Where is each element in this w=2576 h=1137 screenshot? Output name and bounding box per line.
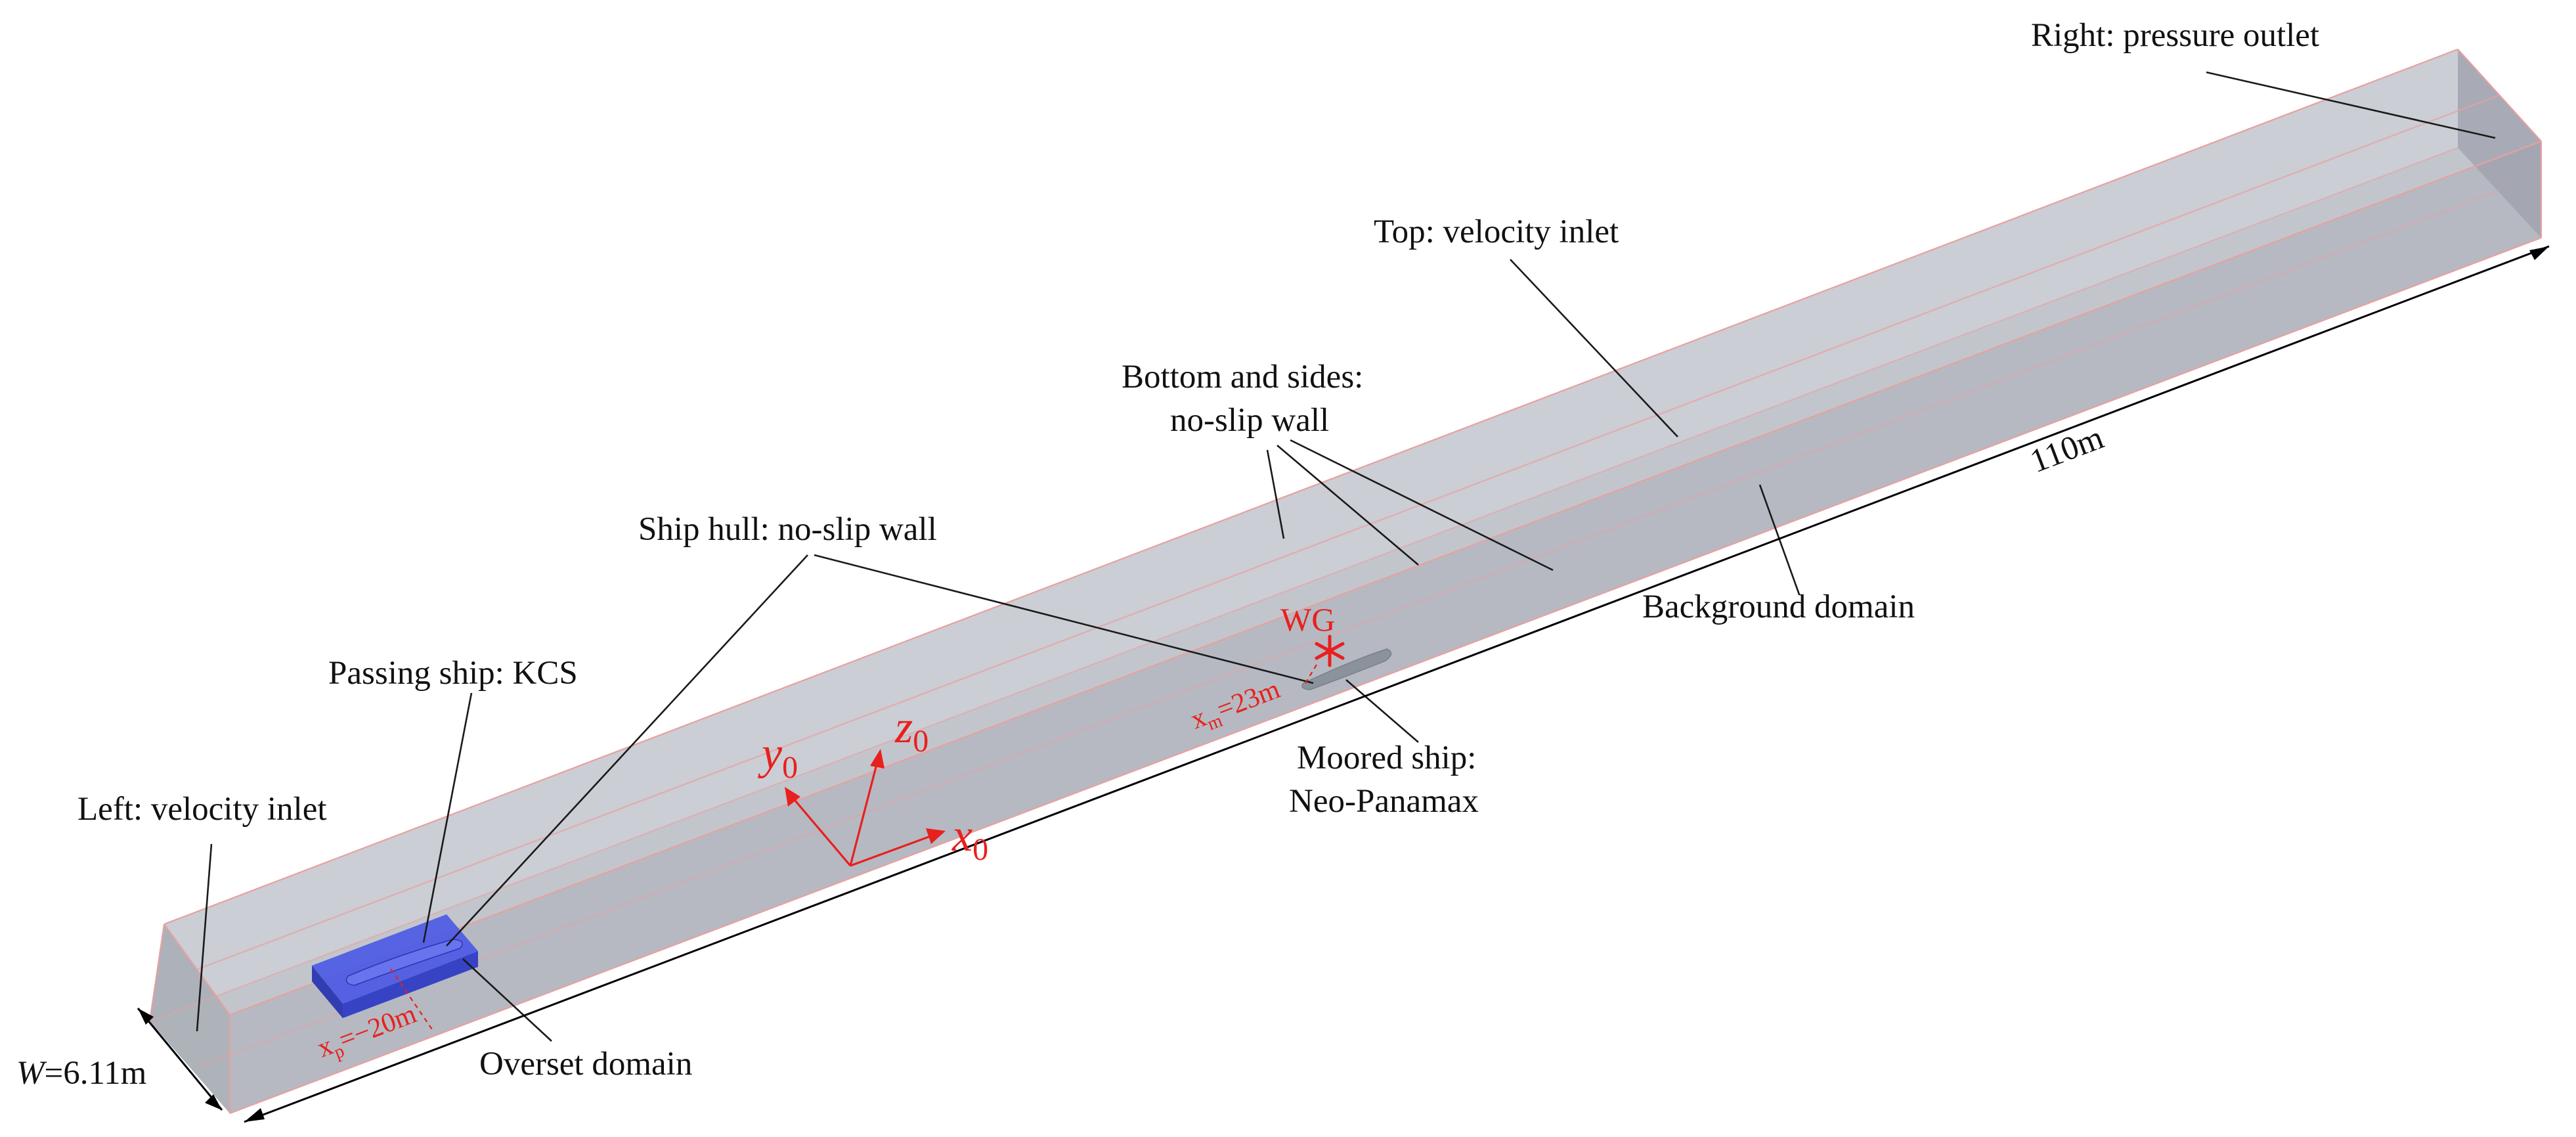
left-inlet-label: Left: velocity inlet — [77, 791, 327, 828]
moored-ship-hull — [1301, 648, 1392, 690]
leader-ship-hull-b — [446, 554, 808, 947]
edge-top-back — [164, 48, 2458, 925]
width-variable: W — [16, 1055, 47, 1092]
length-arrow-right — [2529, 246, 2549, 260]
wave-gauge-label: WG — [1280, 601, 1335, 638]
edge-top-front — [229, 140, 2542, 1016]
leader-overset — [462, 958, 552, 1042]
width-arrow-top — [138, 1008, 154, 1025]
leader-left-inlet — [196, 843, 213, 1032]
coordinate-axes — [785, 749, 946, 867]
leader-bottom-sides-b — [1277, 445, 1419, 566]
right-outlet-label: Right: pressure outlet — [2031, 17, 2319, 54]
y-axis-arrowhead — [785, 787, 800, 807]
edge-left-1 — [164, 924, 230, 1015]
xm-position-marker — [1303, 664, 1317, 687]
ship-hull-label: Ship hull: no-slip wall — [638, 511, 937, 548]
leader-moored-ship — [1345, 679, 1419, 743]
leader-lines — [196, 71, 2496, 1042]
background-domain-label: Background domain — [1642, 589, 1915, 625]
width-dimension — [137, 1008, 223, 1111]
xp-position-marker — [390, 968, 434, 1032]
leader-bottom-sides-a — [1266, 449, 1285, 539]
length-arrow-left — [244, 1108, 265, 1122]
z0-axis-label: z0 — [894, 702, 928, 759]
edge-mid-1 — [196, 94, 2500, 971]
y-axis-line — [791, 795, 852, 867]
edge-right-1 — [2457, 49, 2542, 142]
background-domain-box — [148, 48, 2543, 1115]
moored-ship-label-line2: Neo-Panamax — [1289, 783, 1479, 820]
width-dimension-label: W=6.11m — [16, 1055, 146, 1092]
edge-mid-2 — [196, 189, 2500, 1069]
x-axis-line — [850, 834, 933, 867]
domain-left-face — [150, 924, 230, 1113]
domain-top-face — [164, 49, 2541, 1015]
domain-right-face — [2458, 49, 2541, 238]
passing-ship-label: Passing ship: KCS — [328, 655, 578, 692]
z-axis-arrowhead — [870, 749, 884, 769]
y0-axis-label: y0 — [758, 728, 798, 785]
x-axis-arrowhead — [926, 828, 946, 844]
passing-ship-hull — [345, 939, 463, 986]
overset-end-face — [312, 966, 343, 1018]
x0-axis-label: x0 — [951, 811, 988, 867]
width-value: =6.11m — [44, 1055, 146, 1092]
leader-passing-ship — [422, 692, 473, 943]
length-dimension — [244, 245, 2550, 1123]
edge-bottom-back — [149, 146, 2458, 1023]
overset-front-face — [343, 951, 478, 1018]
bottom-sides-label-line2: no-slip wall — [1170, 402, 1329, 439]
edge-left-3 — [148, 924, 165, 1022]
leader-top-inlet — [1510, 259, 1678, 437]
leader-ship-hull-a — [814, 554, 1314, 684]
leader-right-outlet — [2206, 71, 2496, 139]
domain-front-face — [230, 141, 2541, 1113]
overset-domain-label: Overset domain — [479, 1046, 692, 1082]
edge-bottom-front — [229, 236, 2542, 1115]
bottom-sides-label-line1: Bottom and sides: — [1122, 359, 1363, 395]
width-arrow-bottom — [205, 1094, 222, 1110]
top-inlet-label: Top: velocity inlet — [1374, 213, 1619, 250]
moored-ship-label-line1: Moored ship: — [1297, 740, 1476, 776]
z-axis-line — [849, 761, 879, 866]
wave-gauge-asterisk — [1315, 635, 1345, 667]
leader-bottom-sides-c — [1290, 439, 1554, 571]
overset-domain-box — [312, 914, 478, 1018]
